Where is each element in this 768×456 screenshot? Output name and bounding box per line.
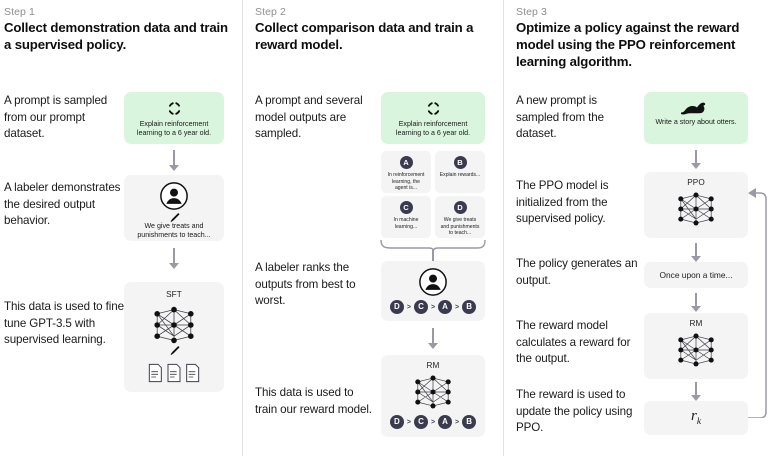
step-2-prompt-text: Explain reinforcement learning to a 6 ye… [395, 120, 471, 138]
arrow-ppo-to-output [690, 243, 702, 263]
step-3-caption-3: The policy generates an output. [516, 257, 638, 287]
step-3-title: Optimize a policy against the reward mod… [516, 20, 740, 69]
option-badge-a: A [399, 156, 413, 169]
arrow-prompt-to-labeler [168, 150, 180, 172]
option-text-b: Explain rewards... [439, 172, 481, 178]
rank-badge-4: B [462, 300, 477, 314]
column-divider-1 [242, 0, 243, 456]
arrow-rm-to-reward [690, 382, 702, 402]
step-1-title: Collect demonstration data and train a s… [4, 20, 228, 52]
rm-label: RM [689, 319, 703, 328]
step-3-column: Step 3 Optimize a policy against the rew… [504, 0, 768, 456]
option-badge-d: D [453, 201, 467, 214]
rm-label: RM [426, 361, 440, 370]
rank-badge-2: C [413, 300, 428, 314]
step-2-label: Step 2 [255, 6, 286, 18]
step-3-ppo-box: PPO [644, 172, 748, 238]
rank-separator: > [430, 418, 436, 426]
option-text-a: In reinforcement learning, the agent is.… [387, 172, 425, 192]
option-badge-b: B [453, 156, 467, 169]
step-1-labeler-box: We give treats and punishments to teach.… [124, 175, 224, 241]
rank-separator: > [430, 303, 436, 311]
reward-symbol-letter: r [690, 408, 697, 424]
step-1-caption-1: A prompt is sampled from our prompt data… [4, 94, 108, 140]
person-circle-icon [124, 181, 224, 211]
column-divider-2 [503, 0, 504, 456]
rank-badge-4: B [462, 415, 477, 429]
refresh-cycle-icon [381, 100, 485, 117]
step-1-label: Step 1 [4, 6, 35, 18]
rank-separator: > [406, 303, 411, 311]
step-3-prompt-box: Write a story about otters. [644, 92, 748, 144]
step-1-column: Step 1 Collect demonstration data and tr… [0, 0, 242, 456]
step-2-caption-1: A prompt and several model outputs are s… [255, 94, 363, 140]
feedback-loop-arrow [748, 186, 768, 418]
reward-symbol: rk [644, 408, 748, 427]
option-card-b: B Explain rewards... [435, 151, 485, 193]
arrow-ranking-to-rm [427, 328, 439, 350]
otter-icon [644, 99, 748, 115]
step-3-reward-box: rk [644, 401, 748, 435]
neural-network-icon [644, 190, 748, 228]
step-1-labeler-text: We give treats and punishments to teach.… [137, 222, 211, 240]
person-circle-icon [381, 267, 485, 297]
option-text-c: In machine learning... [393, 217, 419, 230]
arrow-prompt-to-ppo [690, 150, 702, 170]
ppo-label: PPO [687, 178, 705, 187]
arrow-output-to-rm [690, 293, 702, 313]
step-2-caption-3: This data is used to train our reward mo… [255, 386, 372, 416]
step-3-caption-2: The PPO model is initialized from the su… [516, 179, 609, 225]
step-1-caption-3: This data is used to fine-tune GPT-3.5 w… [4, 300, 128, 346]
ranking-row-rm: D > C > A > B [381, 415, 485, 429]
ranking-row-labeler: D > C > A > B [381, 300, 485, 314]
rank-badge-3: A [438, 300, 453, 314]
rank-badge-1: D [389, 415, 404, 429]
step-3-output-box: Once upon a time... [644, 262, 748, 288]
neural-network-icon [124, 304, 224, 346]
step-1-caption-2: A labeler demonstrates the desired outpu… [4, 181, 121, 227]
step-1-prompt-text: Explain reinforcement learning to a 6 ye… [136, 120, 212, 138]
option-card-c: C In machine learning... [381, 196, 431, 238]
step-2-prompt-box: Explain reinforcement learning to a 6 ye… [381, 92, 485, 144]
option-badge-c: C [399, 201, 413, 214]
step-1-prompt-box: Explain reinforcement learning to a 6 ye… [124, 92, 224, 144]
step-2-title: Collect comparison data and train a rewa… [255, 20, 474, 52]
pencil-icon [124, 344, 224, 357]
step-3-caption-1: A new prompt is sampled from the dataset… [516, 94, 604, 140]
rank-badge-2: C [413, 415, 428, 429]
documents-icon [124, 362, 224, 384]
option-text-d: We give treats and punishments to teach.… [440, 217, 480, 237]
rank-badge-1: D [389, 300, 404, 314]
arrow-labeler-to-sft [168, 248, 180, 270]
rank-badge-3: A [438, 415, 453, 429]
pencil-icon [124, 211, 224, 224]
step-2-reward-model-box: RM D > C > A > [381, 355, 485, 437]
rank-separator: > [455, 418, 460, 426]
sft-label: SFT [166, 290, 182, 299]
step-2-ranking-box: D > C > A > B [381, 261, 485, 321]
rank-separator: > [455, 303, 460, 311]
step-3-rm-box: RM [644, 313, 748, 379]
step-3-caption-5: The reward is used to update the policy … [516, 388, 633, 434]
step-1-sft-box: SFT [124, 282, 224, 392]
refresh-cycle-icon [124, 100, 224, 117]
output-text: Once upon a time... [659, 270, 733, 280]
step-3-caption-4: The reward model calculates a reward for… [516, 319, 631, 365]
option-card-d: D We give treats and punishments to teac… [435, 196, 485, 238]
step-2-column: Step 2 Collect comparison data and train… [243, 0, 503, 456]
step-3-label: Step 3 [516, 6, 547, 18]
neural-network-icon [381, 373, 485, 411]
neural-network-icon [644, 331, 748, 369]
rank-separator: > [406, 418, 411, 426]
reward-symbol-subscript: k [696, 417, 702, 427]
step-3-prompt-text: Write a story about otters. [655, 118, 737, 126]
step-2-caption-2: A labeler ranks the outputs from best to… [255, 261, 356, 307]
option-card-a: A In reinforcement learning, the agent i… [381, 151, 431, 193]
